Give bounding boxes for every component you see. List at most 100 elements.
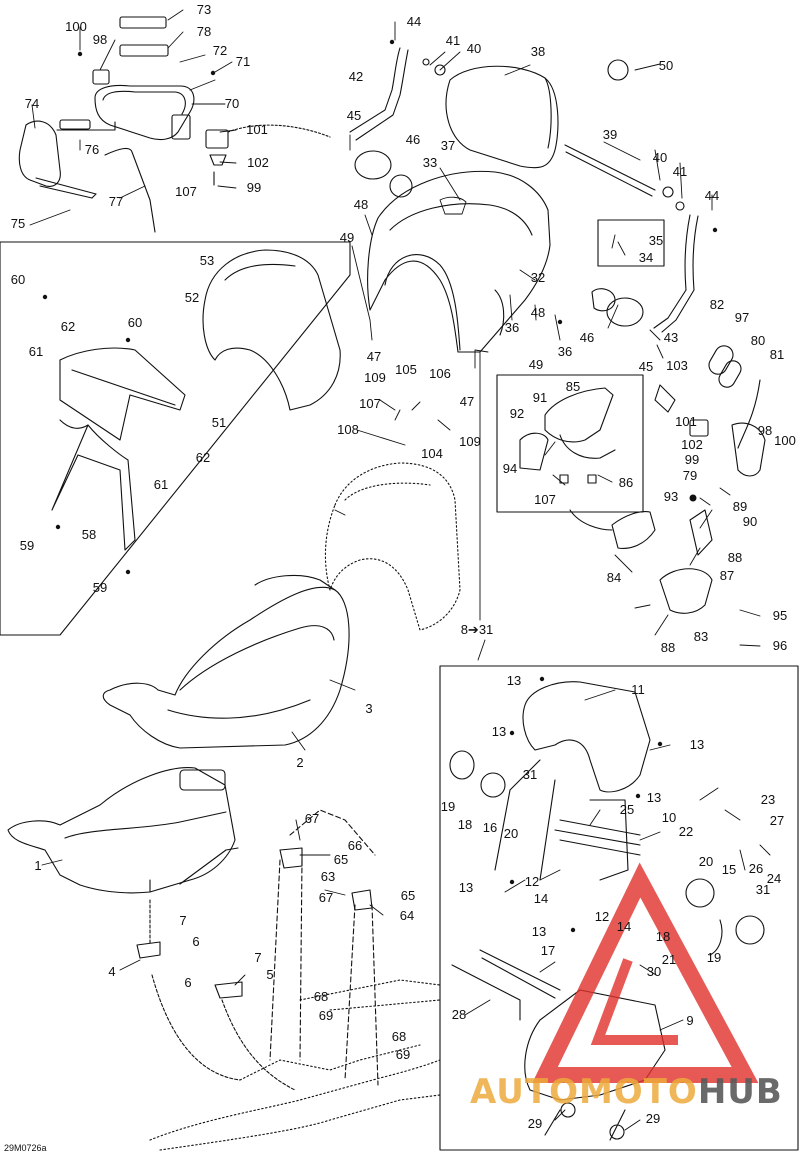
callout-13e: 13 [458,880,474,895]
callout-11: 11 [631,682,645,697]
callout-4: 4 [108,964,116,979]
callout-39: 39 [602,127,618,142]
callout-97: 97 [734,310,750,325]
callout-61b: 61 [153,477,169,492]
callout-71: 71 [235,54,251,69]
callout-62: 62 [60,319,76,334]
callout-19a: 19 [440,799,456,814]
callout-64: 64 [399,908,415,923]
callout-105: 105 [395,362,417,377]
callout-99: 99 [246,180,262,195]
callout-59b: 59 [92,580,108,595]
callout-69b: 69 [395,1047,411,1062]
callout-70: 70 [224,96,240,111]
callout-2: 2 [296,755,304,770]
callout-19b: 19 [706,950,722,965]
callout-100: 100 [65,19,87,34]
callout-51: 51 [211,415,227,430]
callout-107b: 107 [359,396,381,411]
callout-20b: 20 [698,854,714,869]
callout-18a: 18 [457,817,473,832]
callout-40: 40 [466,41,482,56]
callout-79: 79 [682,468,698,483]
leader-lines [29,9,771,1131]
handle-assembly [519,387,713,614]
callout-98b: 98 [757,423,773,438]
callout-20a: 20 [503,826,519,841]
callout-45: 45 [346,108,362,123]
callout-36b: 36 [557,344,573,359]
callout-62b: 62 [195,450,211,465]
callout-25: 25 [619,802,635,817]
callout-42: 42 [348,69,364,84]
inset-seat-cover [51,249,341,551]
callout-15: 15 [721,862,737,877]
callout-75: 75 [10,216,26,231]
diagram-code-label: 29M0726a [4,1143,47,1153]
callout-46: 46 [405,132,421,147]
callout-107c: 107 [534,492,556,507]
callout-3: 3 [365,701,373,716]
callout-59: 59 [19,538,35,553]
callout-12a: 12 [524,874,540,889]
callout-102b: 102 [681,437,703,452]
callout-48b: 48 [530,305,546,320]
mounting-brackets [136,847,373,1091]
callout-8-31: 8➔31 [460,622,494,637]
callout-85: 85 [565,379,581,394]
watermark-part2: HUB [697,1072,783,1112]
watermark-part1: AUTOMOTO [470,1072,698,1112]
callout-21: 21 [661,952,677,967]
callout-9: 9 [686,1013,694,1028]
callout-83: 83 [693,629,709,644]
grip-assembly [18,16,331,233]
backrest-assembly [349,47,699,333]
callout-60: 60 [10,272,26,287]
callout-89: 89 [732,499,748,514]
callout-45b: 45 [638,359,654,374]
callout-29a: 29 [527,1116,543,1131]
callout-43: 43 [663,330,679,345]
callout-1: 1 [34,858,42,873]
callout-106: 106 [429,366,451,381]
callout-31a: 31 [522,767,538,782]
callout-22: 22 [678,824,694,839]
callout-88b: 88 [660,640,676,655]
callout-84: 84 [606,570,622,585]
callout-34: 34 [638,250,654,265]
callout-29b: 29 [645,1111,661,1126]
watermark-wordmark: AUTOMOTOHUB [470,1072,783,1112]
callout-23: 23 [760,792,776,807]
callout-101b: 101 [675,414,697,429]
callout-102: 102 [247,155,269,170]
driver-seat [102,574,350,749]
guide-lines [269,809,379,1086]
callout-36: 36 [504,320,520,335]
callout-13b: 13 [491,724,507,739]
callout-18b: 18 [655,929,671,944]
callout-53: 53 [199,253,215,268]
callout-12b: 12 [594,909,610,924]
callout-49: 49 [339,230,355,245]
callout-100b: 100 [774,433,796,448]
callout-76: 76 [84,142,100,157]
inset-panel-washer [597,219,665,267]
callout-50: 50 [658,58,674,73]
callout-88: 88 [727,550,743,565]
callout-52: 52 [184,290,200,305]
callout-47: 47 [366,349,382,364]
callout-46b: 46 [579,330,595,345]
callout-37: 37 [440,138,456,153]
callout-48: 48 [353,197,369,212]
callout-94: 94 [502,461,518,476]
callout-58: 58 [81,527,97,542]
callout-44b: 44 [704,188,720,203]
dotted-seat-outline [324,462,461,631]
callout-13c: 13 [689,737,705,752]
callout-13f: 13 [531,924,547,939]
callout-80: 80 [750,333,766,348]
callout-14a: 14 [533,891,549,906]
callout-77: 77 [108,194,124,209]
